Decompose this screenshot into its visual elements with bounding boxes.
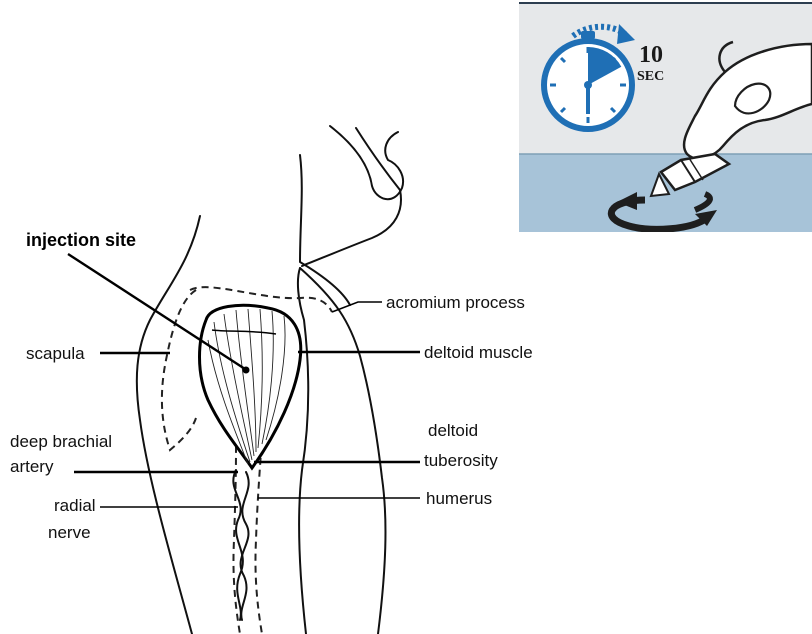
timer-value: 10 <box>639 42 663 68</box>
body-outline-face <box>330 126 403 199</box>
body-outline-neck <box>300 155 350 305</box>
scapula-bone <box>162 290 196 450</box>
body-outline-back <box>137 216 200 634</box>
label-acromium-process: acromium process <box>386 293 525 312</box>
label-humerus: humerus <box>426 489 492 508</box>
label-nerve: nerve <box>48 523 91 542</box>
brachial-artery-shape <box>241 472 249 620</box>
label-radial: radial <box>54 496 96 515</box>
label-artery: artery <box>10 457 54 476</box>
body-outline-front <box>300 268 385 634</box>
label-scapula: scapula <box>26 344 85 363</box>
timer-unit: SEC <box>637 69 664 84</box>
label-deltoid-muscle: deltoid muscle <box>424 343 533 362</box>
label-tuberosity: tuberosity <box>424 451 498 470</box>
hold-timer-panel: 10 SEC <box>519 2 812 232</box>
label-injection-site: injection site <box>26 230 136 250</box>
label-deltoid: deltoid <box>428 421 478 440</box>
body-outline-inner-arm <box>298 268 308 634</box>
label-deep-brachial: deep brachial <box>10 432 112 451</box>
hold-timer-illustration: 10 SEC <box>519 4 812 232</box>
